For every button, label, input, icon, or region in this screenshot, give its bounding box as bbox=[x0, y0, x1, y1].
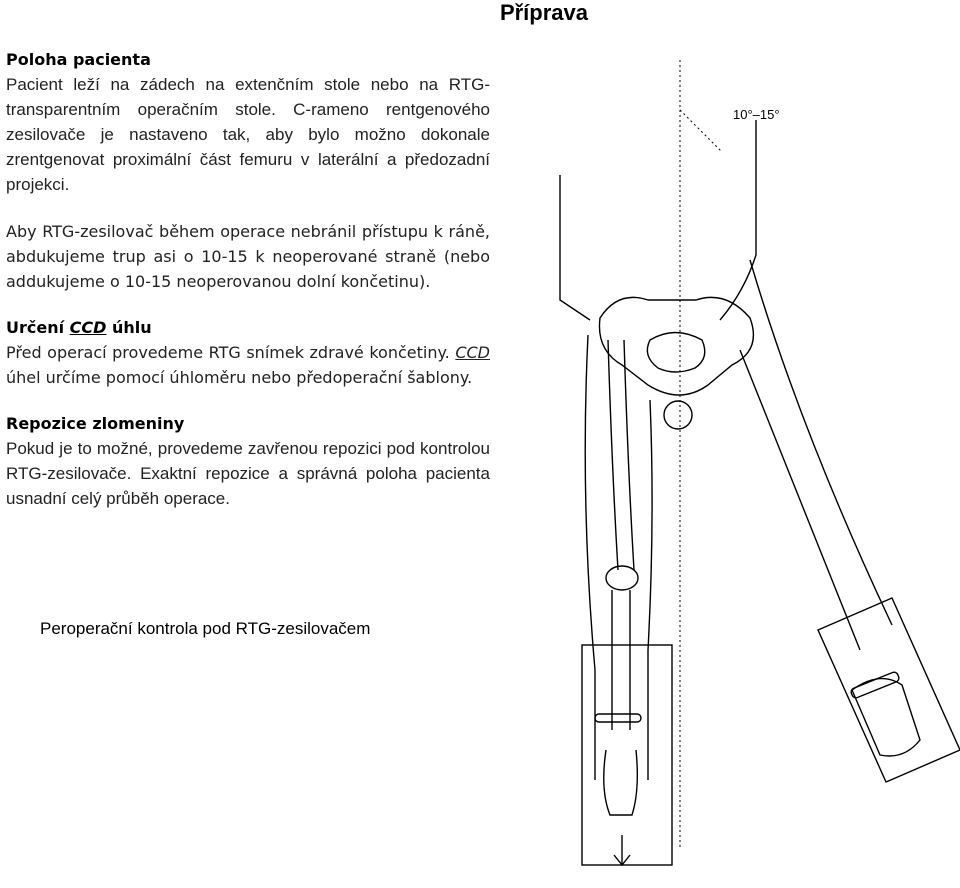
paragraph: Pacient leží na zádech na extenčním stol… bbox=[6, 75, 490, 194]
section-heading: Určení CCD úhlu bbox=[6, 316, 490, 340]
angle-label: 10°–15° bbox=[733, 107, 780, 122]
paragraph: Aby RTG-zesilovač během operace nebránil… bbox=[6, 222, 490, 291]
paragraph-line: Před operací provedeme RTG snímek zdravé… bbox=[6, 343, 450, 362]
section-patient-position-continued: Aby RTG-zesilovač během operace nebránil… bbox=[6, 219, 490, 294]
figure-caption: Peroperační kontrola pod RTG-zesilovačem bbox=[40, 619, 371, 638]
patient-positioning-illustration: 10°–15° bbox=[500, 50, 960, 883]
section-heading: Poloha pacienta bbox=[6, 50, 151, 69]
paragraph-line: úhel určíme pomocí úhloměru nebo předope… bbox=[6, 368, 473, 387]
leg-pelvis-drawing bbox=[559, 60, 960, 867]
section-reduction: Repozice zlomeniny Pokud je to možné, pr… bbox=[6, 412, 490, 511]
text-column: Poloha pacienta Pacient leží na zádech n… bbox=[6, 48, 490, 533]
heading-text: úhlu bbox=[106, 318, 152, 337]
paragraph: Pokud je to možné, provedeme zavřenou re… bbox=[6, 439, 490, 508]
ccd-abbreviation: CCD bbox=[455, 343, 490, 362]
paragraph: Před operací provedeme RTG snímek zdravé… bbox=[6, 340, 490, 390]
ccd-abbreviation: CCD bbox=[69, 318, 107, 337]
section-patient-position: Poloha pacienta Pacient leží na zádech n… bbox=[6, 48, 490, 197]
page-title: Příprava bbox=[499, 0, 588, 25]
section-ccd-angle: Určení CCD úhlu Před operací provedeme R… bbox=[6, 316, 490, 390]
heading-text: Určení bbox=[6, 318, 70, 337]
section-heading: Repozice zlomeniny bbox=[6, 414, 185, 433]
